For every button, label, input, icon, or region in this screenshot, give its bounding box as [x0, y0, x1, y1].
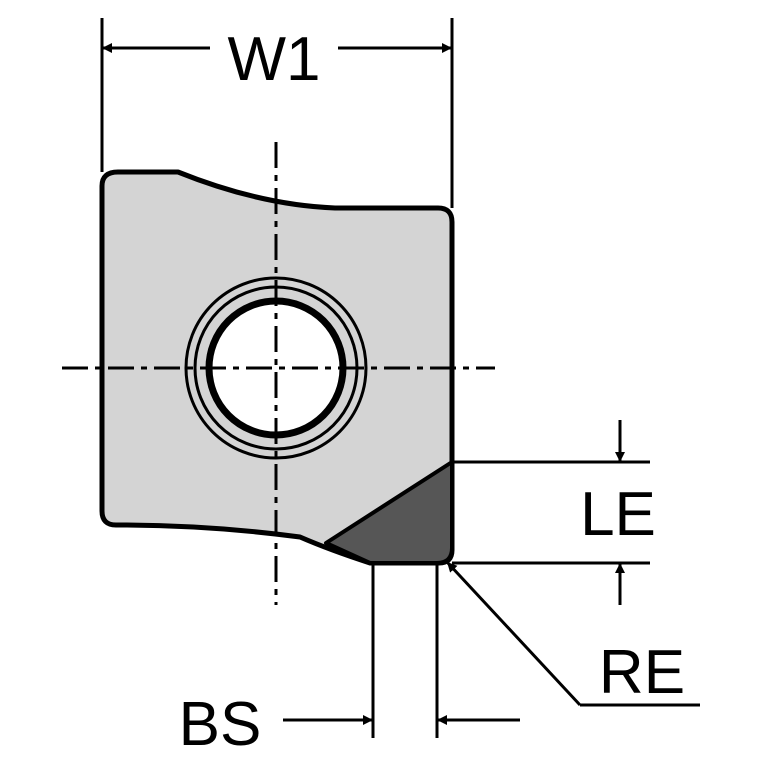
le-label: LE — [580, 480, 656, 549]
re-label: RE — [599, 638, 685, 707]
cutting-tip — [324, 460, 454, 565]
bs-label: BS — [179, 690, 262, 759]
w1-label: W1 — [228, 25, 321, 94]
hole-outer-ring — [184, 276, 368, 460]
re-leader-line — [445, 560, 582, 707]
hole-bore — [205, 297, 347, 439]
